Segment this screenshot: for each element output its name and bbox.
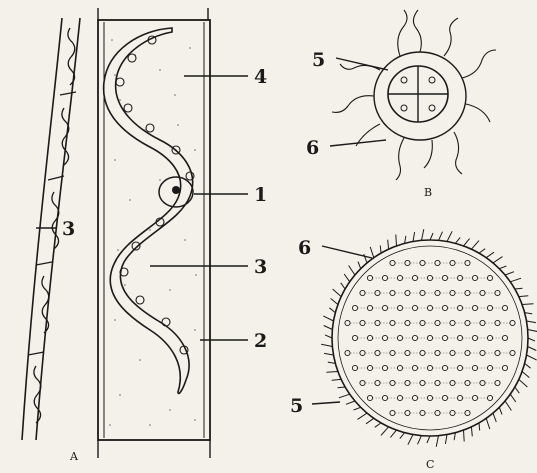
panel-label-b: B <box>424 186 432 199</box>
label-a-3: 3 <box>62 218 75 240</box>
label-b-6: 6 <box>306 137 319 159</box>
panel-label-c: C <box>426 458 434 471</box>
leader-c-6 <box>322 246 372 258</box>
colony-cells <box>345 260 515 415</box>
label-c-6: 6 <box>298 237 311 259</box>
label-cell-1: 1 <box>254 184 267 206</box>
label-b-5: 5 <box>312 49 325 71</box>
pyrenoids <box>116 36 194 354</box>
panel-label-a: A <box>69 450 79 463</box>
nucleolus <box>172 186 180 194</box>
label-cell-3: 3 <box>254 256 267 278</box>
colony-fringe <box>321 229 537 447</box>
label-c-5: 5 <box>290 395 303 417</box>
leader-c-5 <box>312 402 340 404</box>
label-cell-2: 2 <box>254 330 267 352</box>
large-colony <box>321 229 537 447</box>
leader-b-6 <box>330 140 386 146</box>
label-cell-4: 4 <box>254 66 267 88</box>
cytoplasm-stipple <box>109 39 197 426</box>
small-colony <box>332 10 496 180</box>
